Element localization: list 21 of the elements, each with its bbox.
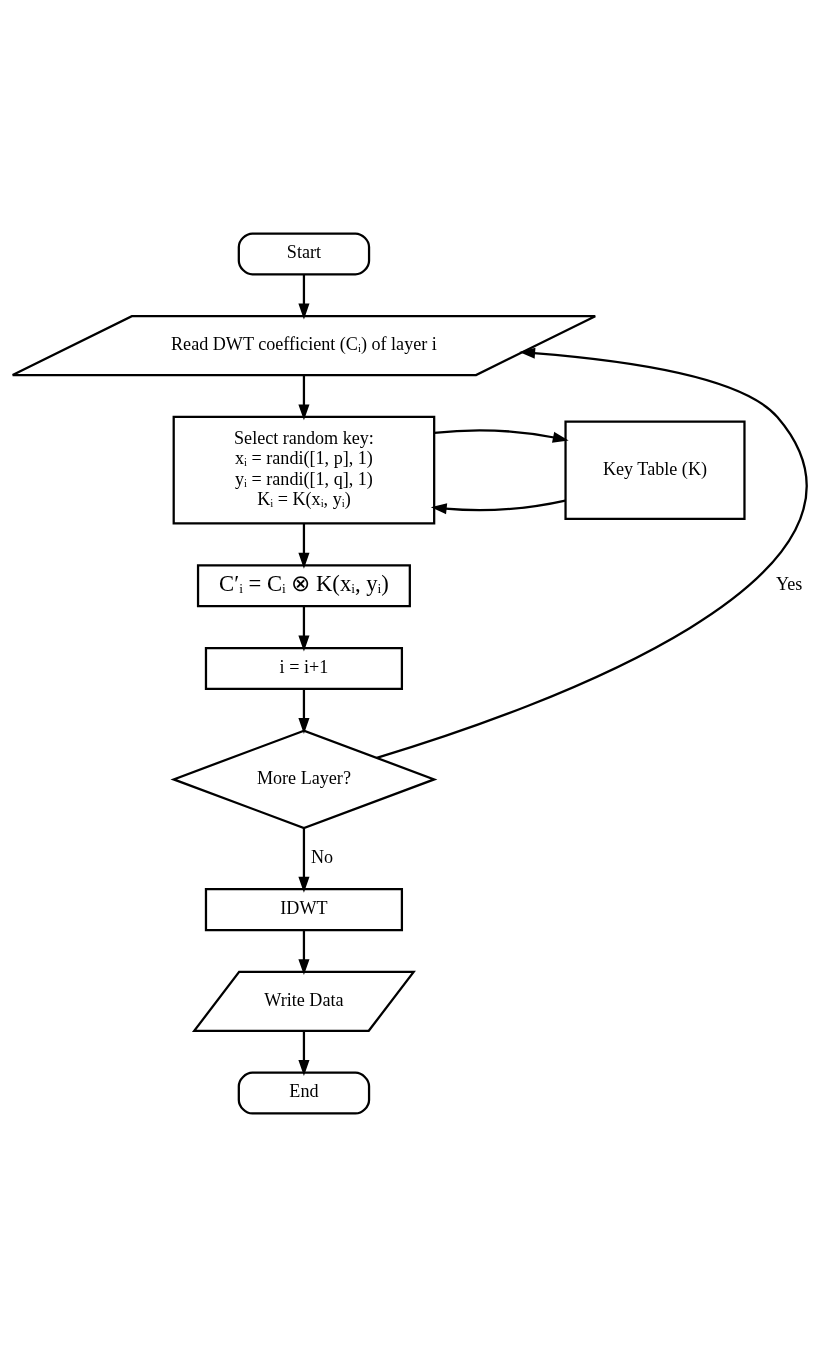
arrow xyxy=(298,273,310,319)
node-box: C′ᵢ = Cᵢ ⊗ K(xᵢ, yᵢ) xyxy=(196,563,411,607)
arrow xyxy=(434,428,569,443)
node-box: Start xyxy=(237,231,371,275)
arrow xyxy=(298,929,310,975)
arrow xyxy=(298,688,310,734)
edge-label: No xyxy=(310,846,334,867)
arrow xyxy=(298,605,310,651)
arrow xyxy=(376,347,807,759)
node-box: Key Table (K) xyxy=(564,419,746,520)
node-diamond: More Layer? xyxy=(170,729,438,829)
arrow xyxy=(430,499,566,514)
arrow xyxy=(298,523,310,569)
node-box: Select random key: xᵢ = randi([1, p], 1) yᵢ = randi([1, q], 1) Kᵢ = K(xᵢ, yᵢ) xyxy=(172,415,436,525)
node-box: IDWT xyxy=(204,887,404,931)
edge-label: Yes xyxy=(776,573,803,594)
node-box: End xyxy=(237,1071,371,1115)
arrow xyxy=(298,827,310,893)
arrow xyxy=(298,374,310,420)
node-box: i = i+1 xyxy=(204,646,404,690)
arrow xyxy=(298,1030,310,1076)
